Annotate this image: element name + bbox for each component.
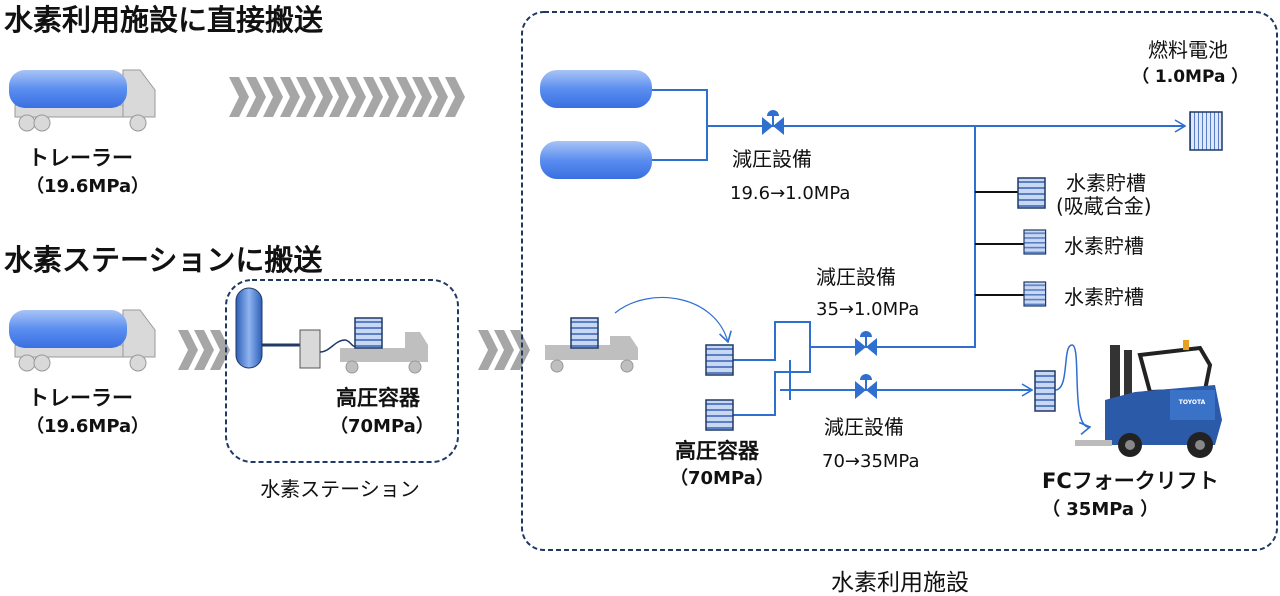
facility-truck: [545, 317, 638, 373]
station-container-pressure: （70MPa）: [330, 416, 434, 437]
reducer-2-range: 35→1.0MPa: [816, 299, 919, 320]
storage-tank-3: [1023, 281, 1047, 307]
valve-2: [854, 330, 878, 357]
storage-tank-2: [1023, 229, 1047, 255]
reducer-1-name: 減圧設備: [732, 147, 812, 171]
forklift-name: FCフォークリフト: [1042, 469, 1219, 493]
reducer-3-range: 70→35MPa: [822, 451, 920, 472]
trailer-1-pressure: （19.6MPa）: [26, 176, 149, 197]
reducer-2-name: 減圧設備: [816, 265, 896, 289]
valve-3: [854, 373, 878, 400]
reducer-1-range: 19.6→1.0MPa: [730, 183, 850, 204]
fc-forklift-image: TOYOTA: [1075, 340, 1222, 458]
storage-1-name: 水素貯槽: [1066, 171, 1146, 195]
storage-1-sub: (吸蔵合金): [1056, 194, 1152, 218]
hp-container-2: [705, 399, 734, 431]
facility-tank-2: [540, 141, 652, 179]
svg-text:TOYOTA: TOYOTA: [1179, 399, 1206, 406]
fuel-cell-name: 燃料電池: [1148, 38, 1228, 62]
valve-1: [761, 109, 785, 136]
facility-tank-1: [540, 70, 652, 108]
station-storage-tank: [235, 287, 263, 369]
hp-container-1: [705, 344, 734, 376]
reducer-3-name: 減圧設備: [824, 415, 904, 439]
fuel-cell-icon: [1189, 111, 1223, 151]
facility-label: 水素利用施設: [831, 570, 969, 596]
station-label: 水素ステーション: [260, 477, 420, 501]
storage-2-name: 水素貯槽: [1064, 234, 1144, 258]
forklift-tank-icon: [1034, 370, 1056, 412]
trailer-2-name: トレーラー: [28, 386, 133, 410]
trailer-1: [8, 69, 156, 132]
facility-boundary: [521, 11, 1278, 551]
station-boundary: [225, 279, 459, 463]
storage-3-name: 水素貯槽: [1064, 285, 1144, 309]
title-direct: 水素利用施設に直接搬送: [4, 3, 323, 37]
station-truck: [340, 317, 428, 374]
fuel-cell-pressure: （ 1.0MPa ）: [1132, 66, 1248, 87]
trailer-2: [8, 309, 156, 372]
station-container-name: 高圧容器: [336, 386, 421, 410]
hp-container-name: 高圧容器: [675, 439, 760, 463]
title-station: 水素ステーションに搬送: [4, 243, 322, 277]
hp-container-pressure: （70MPa）: [670, 468, 774, 489]
forklift-pressure: （ 35MPa ）: [1042, 499, 1158, 520]
storage-tank-1: [1017, 177, 1046, 209]
chevrons-to-station: [178, 330, 230, 370]
chevrons-direct: [229, 77, 465, 117]
trailer-1-name: トレーラー: [28, 146, 133, 170]
trailer-2-pressure: （19.6MPa）: [26, 416, 149, 437]
station-compressor: [299, 329, 321, 369]
